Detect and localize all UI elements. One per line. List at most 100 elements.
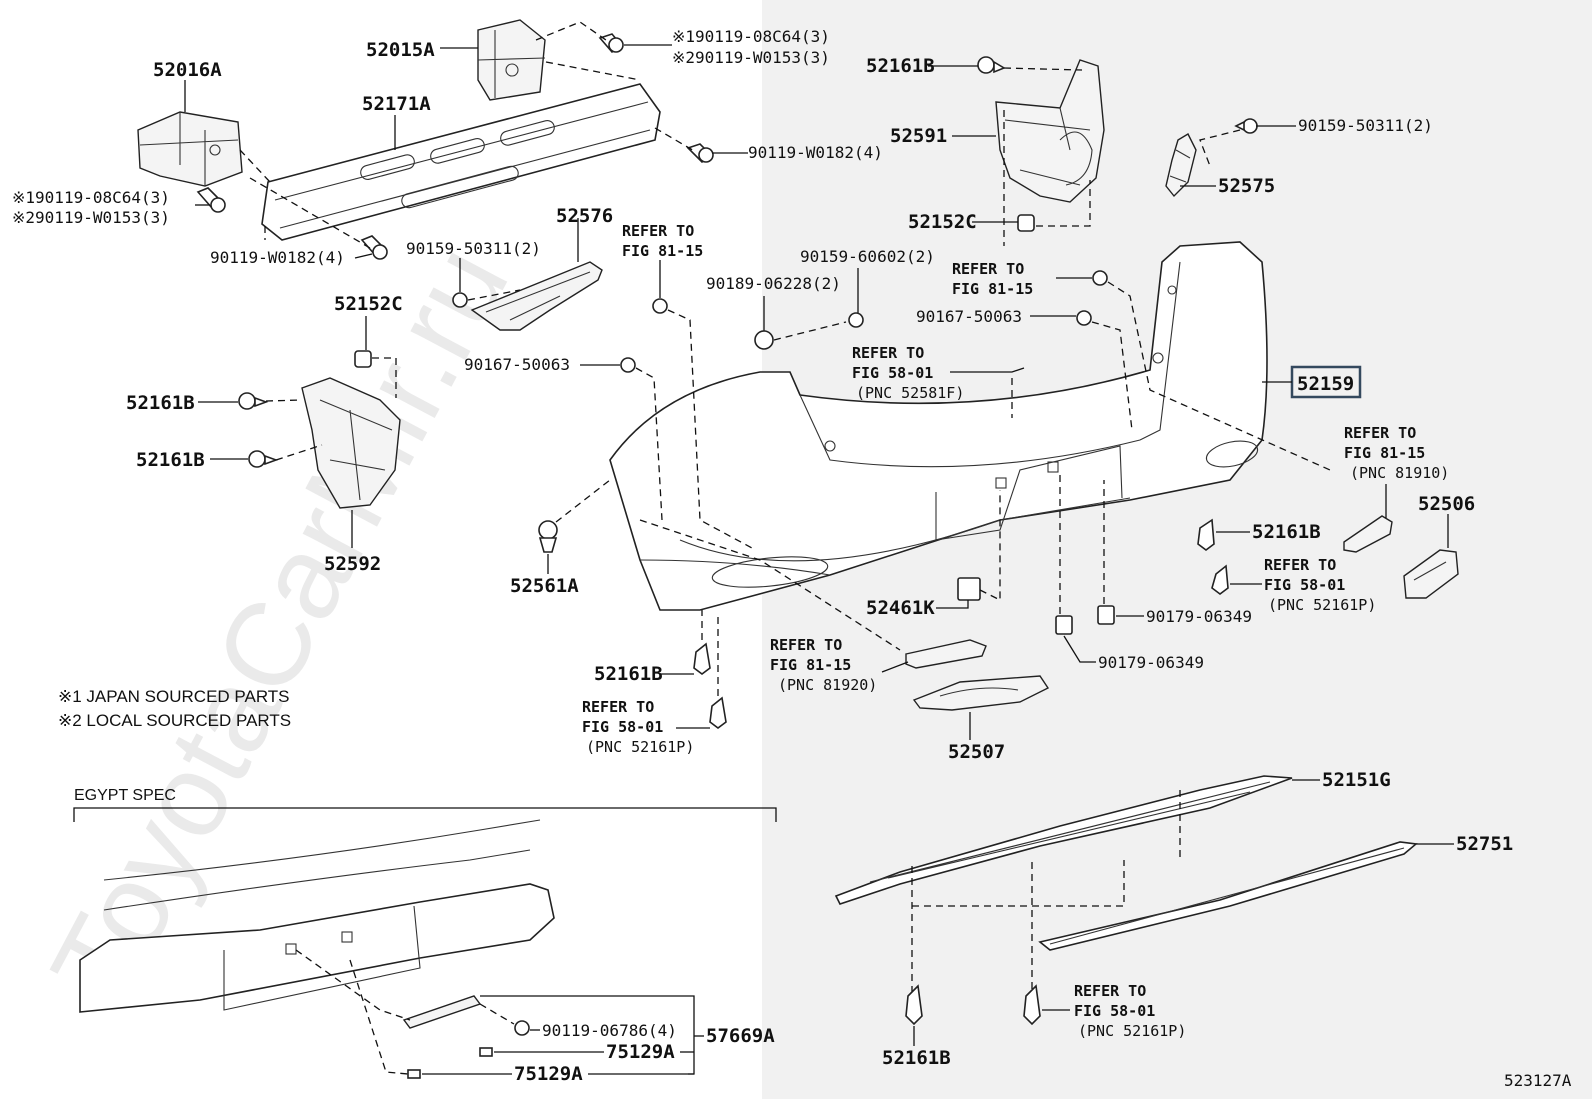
- label-90119-W0182-left: 90119-W0182(4): [210, 248, 345, 267]
- clip-icon: [538, 520, 558, 553]
- label-75129A-b: 75129A: [514, 1063, 583, 1085]
- refer-fig: FIG 58-01: [852, 364, 933, 382]
- label-90159-60602: 90159-60602(2): [800, 247, 935, 266]
- bolt-icon: [360, 235, 388, 260]
- screw-icon: [452, 292, 468, 308]
- label-52161B-left2: 52161B: [136, 449, 205, 471]
- egypt-spec-bracket: [73, 807, 777, 822]
- refer-pnc: (PNC 52161P): [1078, 1022, 1186, 1040]
- label-90159-50311-left: 90159-50311(2): [406, 239, 541, 258]
- part-52591-retainer: [995, 59, 1105, 203]
- label-57669A: 57669A: [706, 1025, 775, 1047]
- label-52159: 52159: [1297, 373, 1354, 395]
- part-reflector-left: [905, 639, 987, 669]
- bolt-icon: [598, 33, 624, 54]
- label-52576: 52576: [556, 205, 613, 227]
- refer-label: REFER TO: [622, 222, 694, 240]
- label-52591: 52591: [890, 125, 947, 147]
- label-90189-06228: 90189-06228(2): [706, 274, 841, 293]
- bolt-icon: [686, 143, 714, 164]
- part-52171A-reinforcement: [261, 83, 661, 241]
- clip-icon: [248, 450, 279, 468]
- refer-pnc: (PNC 52581F): [856, 384, 964, 402]
- bolt-icon: [196, 187, 226, 213]
- label-52171A: 52171A: [362, 93, 431, 115]
- egypt-bumper-lower: [79, 819, 555, 1013]
- clip-icon: [905, 984, 923, 1026]
- part-52506-cover: [1403, 549, 1459, 599]
- label-52015A: 52015A: [366, 39, 435, 61]
- refer-pnc: (PNC 81910): [1350, 464, 1449, 482]
- nut-icon: [1017, 214, 1035, 232]
- label-90159-50311-right: 90159-50311(2): [1298, 116, 1433, 135]
- part-reflector-right: [1343, 515, 1393, 553]
- label-52561A: 52561A: [510, 575, 579, 597]
- clip-icon: [1023, 984, 1041, 1026]
- part-52159-bumper-cover: [609, 241, 1268, 611]
- refer-fig: FIG 58-01: [1074, 1002, 1155, 1020]
- nut-icon: [354, 350, 372, 368]
- pad-icon: [479, 1047, 493, 1057]
- clip-icon: [238, 392, 269, 410]
- refer-pnc: (PNC 52161P): [1268, 596, 1376, 614]
- label-bolt-jp: ※190119-08C64(3): [672, 27, 830, 46]
- label-52506: 52506: [1418, 493, 1475, 515]
- nut-icon: [1055, 615, 1073, 635]
- clip-icon: [1197, 518, 1215, 551]
- refer-label: REFER TO: [1074, 982, 1146, 1000]
- egypt-spec-label: EGYPT SPEC: [74, 787, 176, 804]
- refer-block-r1: REFER TO FIG 81-15: [622, 222, 703, 260]
- part-52461K-spacer: [957, 577, 981, 601]
- refer-label: REFER TO: [770, 636, 842, 654]
- clip-icon: [1211, 564, 1229, 595]
- refer-label: REFER TO: [582, 698, 654, 716]
- refer-fig: FIG 81-15: [770, 656, 851, 674]
- part-52592-retainer: [301, 377, 401, 509]
- refer-pnc: (PNC 52161P): [586, 738, 694, 756]
- refer-fig: FIG 81-15: [1344, 444, 1425, 462]
- screw-icon: [652, 298, 668, 314]
- label-52751: 52751: [1456, 833, 1513, 855]
- label-bolt-jp-left: ※190119-08C64(3): [12, 188, 170, 207]
- refer-block-r5: REFER TO FIG 58-01 (PNC 52161P): [1264, 556, 1376, 614]
- label-52161B-left1: 52161B: [126, 392, 195, 414]
- label-90167-50063-left: 90167-50063: [464, 355, 570, 374]
- label-90179-06349-a: 90179-06349: [1146, 607, 1252, 626]
- refer-fig: FIG 81-15: [622, 242, 703, 260]
- clip-icon: [754, 330, 774, 350]
- label-75129A-a: 75129A: [606, 1041, 675, 1063]
- pad-icon: [407, 1069, 421, 1079]
- screw-icon: [1076, 310, 1092, 326]
- refer-label: REFER TO: [1344, 424, 1416, 442]
- label-bolt-local-left: ※290119-W0153(3): [12, 208, 170, 227]
- refer-label: REFER TO: [952, 260, 1024, 278]
- part-57669A-mount: [402, 995, 482, 1029]
- label-52161B-bottom: 52161B: [882, 1047, 951, 1069]
- part-52751-molding: [1038, 841, 1418, 951]
- refer-block-r8: REFER TO FIG 58-01 (PNC 52161P): [1074, 982, 1186, 1040]
- refer-label: REFER TO: [1264, 556, 1336, 574]
- label-52461K: 52461K: [866, 597, 935, 619]
- refer-fig: FIG 58-01: [1264, 576, 1345, 594]
- label-52016A: 52016A: [153, 59, 222, 81]
- label-52161B-mid: 52161B: [1252, 521, 1321, 543]
- screw-icon: [1234, 118, 1258, 134]
- screw-icon: [1092, 270, 1108, 286]
- part-52576-bracket: [470, 261, 603, 331]
- label-52151G: 52151G: [1322, 769, 1391, 791]
- refer-fig: FIG 58-01: [582, 718, 663, 736]
- refer-pnc: (PNC 81920): [778, 676, 877, 694]
- part-52507-cover: [912, 675, 1050, 711]
- label-bolt-local: ※290119-W0153(3): [672, 48, 830, 67]
- label-52575: 52575: [1218, 175, 1275, 197]
- label-90119-06786: 90119-06786(4): [542, 1021, 677, 1040]
- clip-icon: [709, 696, 727, 729]
- note-local-sourced: ※2 LOCAL SOURCED PARTS: [58, 711, 291, 730]
- clip-icon: [693, 642, 711, 675]
- screw-icon: [848, 312, 864, 328]
- refer-block-r2: REFER TO FIG 81-15: [952, 260, 1033, 298]
- nut-icon: [1097, 605, 1115, 625]
- label-52592: 52592: [324, 553, 381, 575]
